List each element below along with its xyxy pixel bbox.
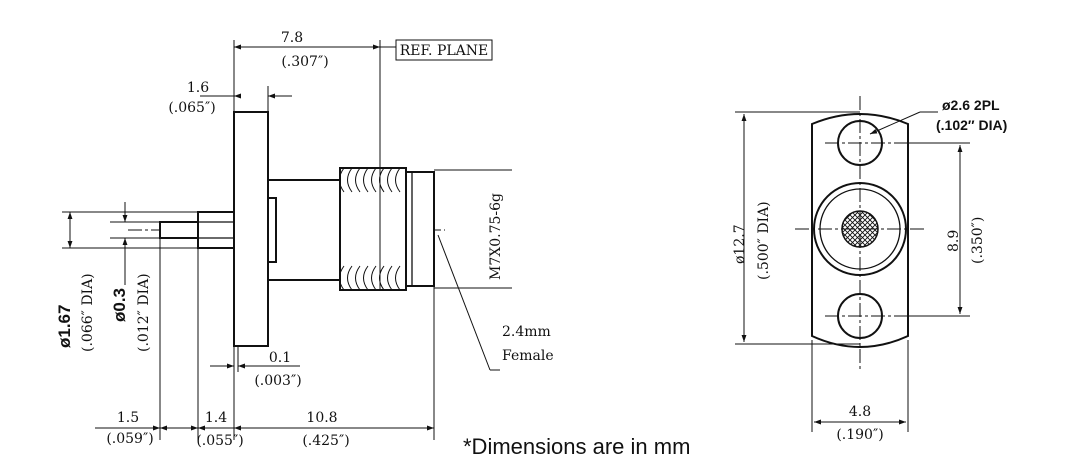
flange-height-mm: ø12.7 [732, 224, 748, 264]
flange-width-in: (.190″) [836, 427, 883, 443]
connector-size: 2.4mm [502, 324, 551, 340]
dim-body-dia-in: (.066″ DIA) [80, 273, 96, 352]
hole-spacing-in: (.350″) [970, 217, 986, 264]
ref-plane-label: REF. PLANE [400, 43, 489, 59]
thread-lines [339, 167, 401, 291]
flange-neck [267, 179, 341, 281]
dim-c-in: (.425″) [302, 433, 349, 449]
body-pin-section [197, 211, 235, 249]
hole-spacing-mm: 8.9 [946, 230, 962, 252]
dim-a-in: (.059″) [106, 431, 153, 447]
dim-flange-mm: 1.6 [187, 80, 209, 96]
center-pin [159, 221, 199, 239]
dim-pin-dia-in: (.012″ DIA) [136, 273, 152, 352]
coupling-nut-face [405, 171, 435, 287]
thread-spec: M7X0.75-6g [488, 193, 504, 280]
connector-gender: Female [502, 348, 554, 364]
dim-b-in: (.055″) [196, 433, 243, 449]
dim-gap-mm: 0.1 [269, 350, 291, 366]
dim-gap-in: (.003″) [254, 373, 301, 389]
dim-body-dia-mm: ø1.67 [55, 305, 74, 348]
dim-b-mm: 1.4 [205, 410, 227, 426]
dim-length-mm: 7.8 [281, 30, 303, 46]
hole-dia-in: (.102″ DIA) [936, 117, 1007, 133]
units-note: *Dimensions are in mm [463, 434, 690, 459]
ref-plane-box [395, 39, 493, 61]
flange-width-mm: 4.8 [849, 404, 871, 420]
dim-pin-dia-mm: ø0.3 [110, 288, 129, 322]
front-view: ø2.6 2PL (.102″ DIA) ø12.7 (.500″ DIA) 8… [732, 96, 1007, 443]
dim-length-in: (.307″) [281, 54, 328, 70]
threaded-body [339, 167, 407, 291]
hole-dia-mm: ø2.6 2PL [942, 97, 1000, 113]
flange-height-in: (.500″ DIA) [756, 201, 772, 280]
dim-flange-in: (.065″) [168, 100, 215, 116]
dim-a-mm: 1.5 [117, 410, 139, 426]
side-view: 7.8 (.307″) REF. PLANE 1.6 (.065″) ø1.67… [55, 30, 554, 449]
dim-c-mm: 10.8 [306, 410, 337, 426]
